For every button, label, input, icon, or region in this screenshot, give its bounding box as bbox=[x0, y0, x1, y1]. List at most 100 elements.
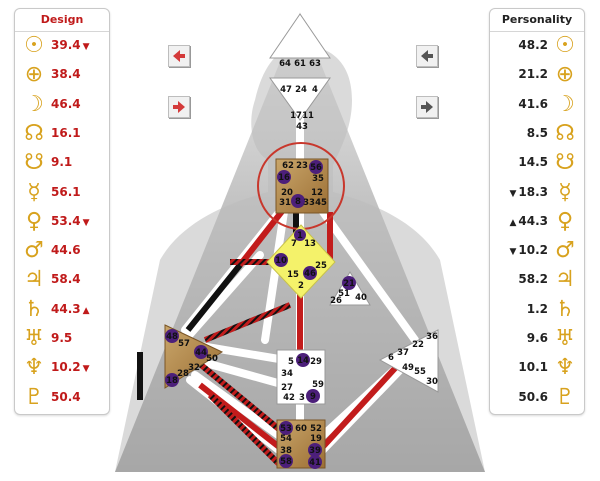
planet-row[interactable]: ☿56.1 bbox=[15, 180, 109, 209]
gate-label: 43 bbox=[296, 122, 308, 132]
planet-value: 1.2 bbox=[523, 302, 548, 316]
gate-label: 6 bbox=[388, 353, 394, 363]
gate-label: 40 bbox=[355, 293, 367, 303]
gate-label: 2 bbox=[298, 281, 304, 291]
planet-row[interactable]: ♆10.1 bbox=[490, 355, 584, 384]
gate-label: 26 bbox=[330, 296, 342, 306]
spleen-center bbox=[164, 324, 224, 389]
planet-value: 48.2 bbox=[514, 38, 548, 52]
planet-row[interactable]: ☋9.1 bbox=[15, 150, 109, 179]
north-node-icon: ☊ bbox=[24, 120, 44, 146]
sun-icon: ☉ bbox=[555, 33, 575, 58]
mars-icon: ♂ bbox=[555, 238, 575, 264]
gate-line-value: 18.3 bbox=[518, 184, 548, 199]
planet-value: ▼10.2 bbox=[507, 243, 548, 257]
gate-line-value: 44.6 bbox=[51, 243, 81, 258]
gate-label: 56 bbox=[310, 163, 322, 173]
planet-row[interactable]: ♄1.2 bbox=[490, 297, 584, 326]
gate-line-value: 9.5 bbox=[51, 331, 73, 345]
planet-row[interactable]: ⊕21.2 bbox=[490, 62, 584, 91]
planet-row[interactable]: ☊16.1 bbox=[15, 121, 109, 150]
pluto-icon: ♇ bbox=[24, 384, 44, 410]
planet-row[interactable]: ♂ ▼10.2 bbox=[490, 238, 584, 267]
planet-value: 56.1 bbox=[51, 185, 85, 199]
planet-row[interactable]: ☊8.5 bbox=[490, 121, 584, 150]
gate-label: 19 bbox=[310, 434, 322, 444]
planet-row[interactable]: ♇50.4 bbox=[15, 385, 109, 414]
gate-line-value: 44.3 bbox=[51, 301, 81, 316]
gate-label: 59 bbox=[312, 380, 324, 390]
gate-line-value: 58.4 bbox=[51, 272, 81, 287]
planet-row[interactable]: ☋14.5 bbox=[490, 150, 584, 179]
design-panel: Design ☉39.4▼⊕38.4☽46.4☊16.1☋9.1☿56.1♀ 53… bbox=[14, 8, 110, 415]
planet-row[interactable]: ☿▼18.3 bbox=[490, 180, 584, 209]
gate-line-value: 10.2 bbox=[51, 360, 81, 375]
planet-value: 44.6 bbox=[51, 243, 85, 257]
solar-plexus-center bbox=[378, 329, 439, 393]
planet-row[interactable]: ☽46.4 bbox=[15, 92, 109, 121]
gate-label: 38 bbox=[280, 446, 292, 456]
design-panel-title: Design bbox=[15, 9, 109, 32]
gate-label: 62 bbox=[282, 161, 294, 171]
venus-icon: ♀ bbox=[25, 208, 43, 234]
defined-channels bbox=[137, 203, 401, 468]
gate-label: 37 bbox=[397, 348, 409, 358]
gate-label: 14 bbox=[297, 356, 309, 366]
gate-label: 25 bbox=[315, 261, 327, 271]
gate-line-value: 9.6 bbox=[526, 331, 548, 345]
planet-row[interactable]: ☉39.4▼ bbox=[15, 33, 109, 62]
planet-row[interactable]: ♀ 53.4▼ bbox=[15, 209, 109, 238]
planet-row[interactable]: ♅9.5 bbox=[15, 326, 109, 355]
jupiter-icon: ♃ bbox=[555, 267, 575, 293]
planet-value: 38.4 bbox=[51, 67, 85, 81]
north-node-icon: ☊ bbox=[555, 120, 575, 146]
gate-label: 48 bbox=[166, 332, 178, 342]
pluto-icon: ♇ bbox=[555, 384, 575, 410]
nav-prev-personality-button[interactable] bbox=[416, 45, 438, 67]
planet-value: 50.6 bbox=[514, 390, 548, 404]
planet-row[interactable]: ⊕38.4 bbox=[15, 62, 109, 91]
fixing-arrow: ▼ bbox=[82, 42, 90, 52]
gate-label: 13 bbox=[304, 239, 316, 249]
gate-label: 17 bbox=[290, 111, 302, 121]
planet-value: 44.3▲ bbox=[51, 302, 92, 316]
gate-label: 33 bbox=[303, 198, 315, 208]
venus-icon: ♀ bbox=[556, 208, 574, 234]
planet-row[interactable]: ♂44.6 bbox=[15, 238, 109, 267]
planet-value: 53.4▼ bbox=[51, 214, 92, 228]
planet-row[interactable]: ☽41.6 bbox=[490, 92, 584, 121]
neptune-icon: ♆ bbox=[555, 355, 575, 381]
personality-panel: Personality ☉48.2⊕21.2☽41.6☊8.5☋14.5☿▼18… bbox=[489, 8, 585, 415]
planet-value: ▼18.3 bbox=[507, 185, 548, 199]
gate-label: 58 bbox=[280, 457, 292, 467]
planet-row[interactable]: ♄ 44.3▲ bbox=[15, 297, 109, 326]
gate-label: 10 bbox=[275, 256, 287, 266]
saturn-icon: ♄ bbox=[24, 296, 44, 322]
fixing-arrow: ▲ bbox=[509, 217, 517, 228]
planet-row[interactable]: ♀ ▲44.3 bbox=[490, 209, 584, 238]
gate-line-value: 10.2 bbox=[518, 243, 548, 258]
gate-line-value: 48.2 bbox=[518, 38, 548, 52]
gate-label: 57 bbox=[178, 339, 190, 349]
planet-row[interactable]: ♅9.6 bbox=[490, 326, 584, 355]
gate-line-value: 44.3 bbox=[518, 213, 548, 228]
earth-icon: ⊕ bbox=[555, 62, 575, 88]
gate-label: 31 bbox=[279, 198, 291, 208]
gate-label: 55 bbox=[414, 367, 426, 377]
planet-row[interactable]: ♇ 50.6 bbox=[490, 385, 584, 414]
planet-row[interactable]: ☉ 48.2 bbox=[490, 33, 584, 62]
nav-prev-design-button[interactable] bbox=[168, 45, 190, 67]
planet-row[interactable]: ♃58.4 bbox=[15, 267, 109, 296]
nav-next-personality-button[interactable] bbox=[416, 96, 438, 118]
gate-line-value: 53.4 bbox=[51, 213, 81, 228]
gate-label: 53 bbox=[280, 424, 292, 434]
neptune-icon: ♆ bbox=[24, 355, 44, 381]
gate-label: 16 bbox=[278, 173, 290, 183]
g-center bbox=[266, 224, 336, 299]
planet-row[interactable]: ♃58.2 bbox=[490, 267, 584, 296]
gate-label: 30 bbox=[426, 377, 438, 387]
planet-row[interactable]: ♆10.2▼ bbox=[15, 355, 109, 384]
gate-label: 23 bbox=[296, 161, 308, 171]
nav-next-design-button[interactable] bbox=[168, 96, 190, 118]
fixing-arrow: ▼ bbox=[509, 247, 517, 258]
